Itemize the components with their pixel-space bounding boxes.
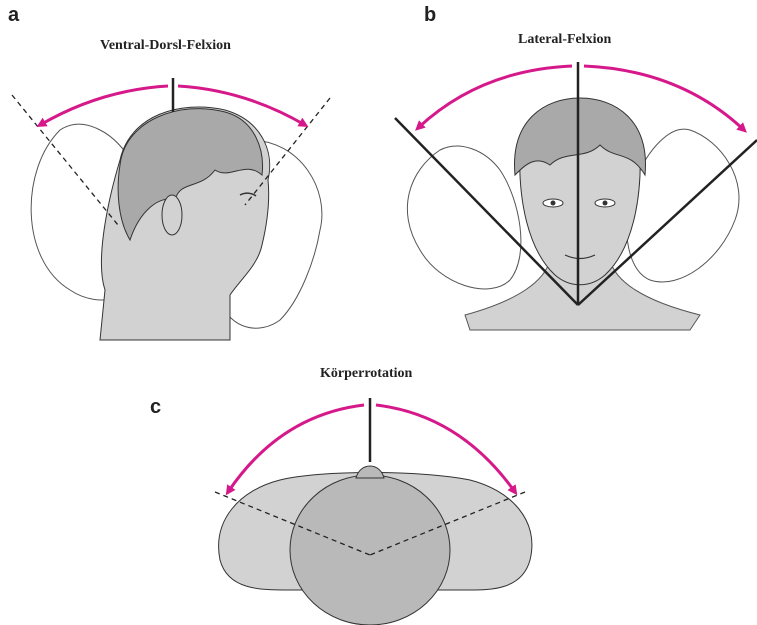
panel-b-illustration (395, 62, 757, 330)
pupil-right (603, 201, 608, 206)
pupil-left (551, 201, 556, 206)
panel-a-illustration (12, 78, 330, 340)
head-top (290, 475, 450, 625)
panel-c-illustration (215, 398, 532, 625)
ear (162, 195, 182, 235)
head-outline-left (407, 146, 521, 289)
nose-top (356, 466, 384, 478)
